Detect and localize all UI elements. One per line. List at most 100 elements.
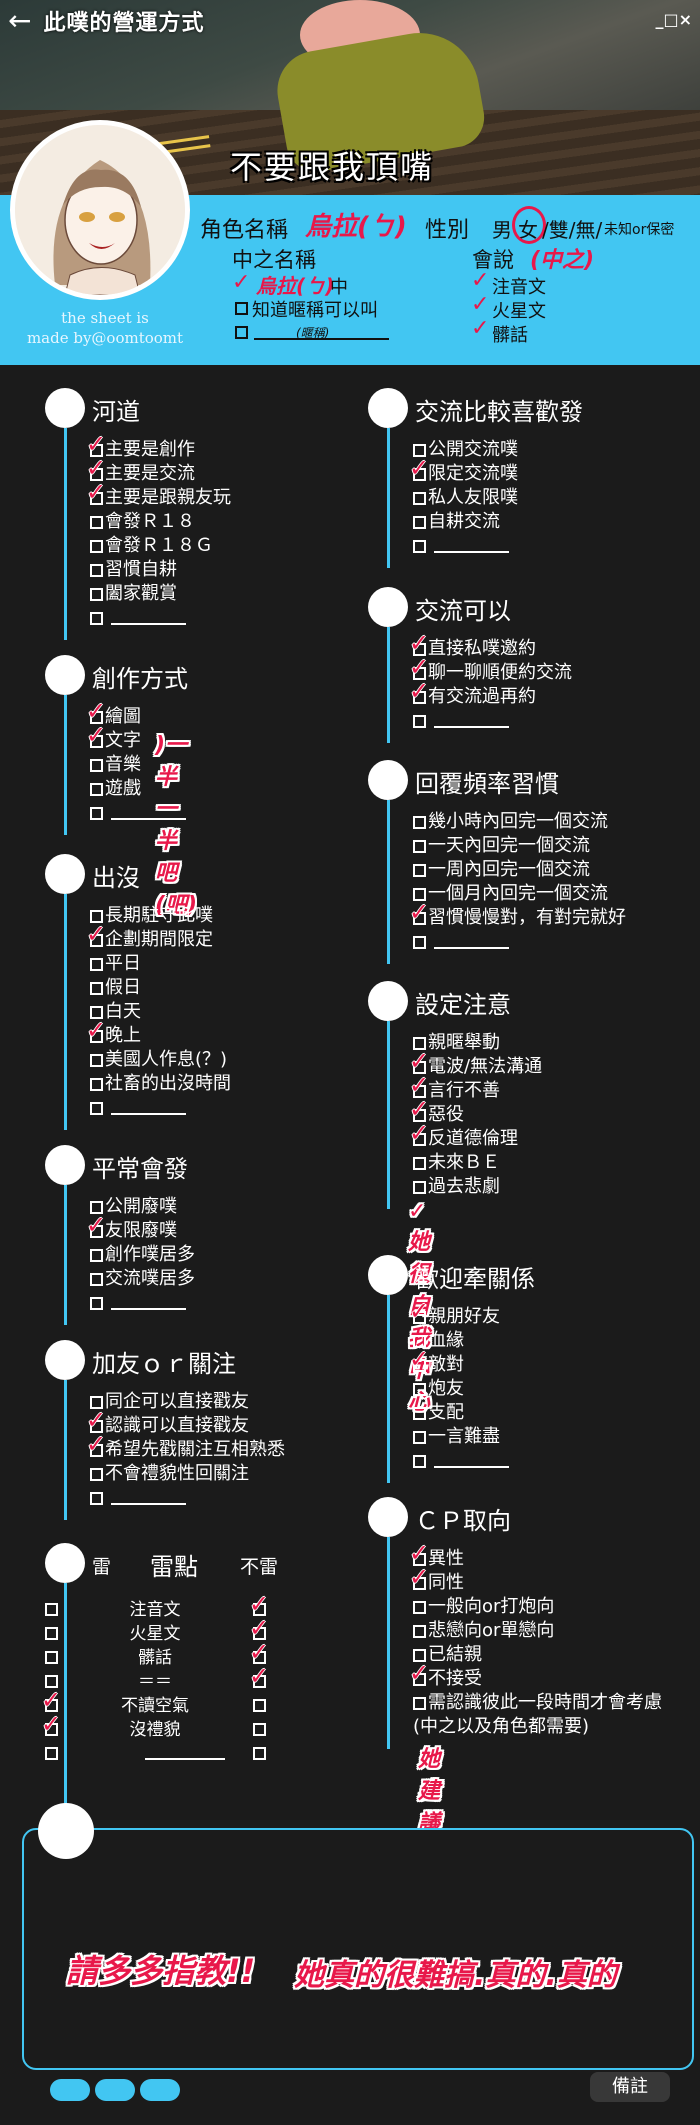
mine-checkbox[interactable] bbox=[45, 1675, 58, 1688]
checkbox[interactable] bbox=[90, 782, 103, 796]
checklist-item[interactable]: 習慣自耕 bbox=[90, 558, 231, 582]
checkbox[interactable] bbox=[90, 1077, 103, 1091]
checkbox[interactable] bbox=[413, 1358, 426, 1372]
checklist-item[interactable]: 會發Ｒ１８ bbox=[90, 510, 231, 534]
checkbox[interactable] bbox=[413, 642, 426, 656]
checkbox[interactable] bbox=[90, 1419, 103, 1433]
checkbox[interactable] bbox=[90, 1005, 103, 1019]
checkbox[interactable] bbox=[413, 1454, 426, 1468]
checkbox[interactable] bbox=[90, 758, 103, 772]
checklist-item[interactable] bbox=[90, 1096, 231, 1120]
mine-checkbox[interactable] bbox=[45, 1627, 58, 1640]
not-mine-checkbox[interactable] bbox=[253, 1627, 266, 1640]
checklist-item[interactable]: 一天內回完一個交流 bbox=[413, 834, 626, 858]
window-controls-icon[interactable]: _□× bbox=[655, 10, 692, 29]
checkbox[interactable] bbox=[90, 611, 103, 625]
checkbox[interactable] bbox=[413, 1696, 426, 1710]
checklist-item[interactable]: ✓繪圖 bbox=[86, 699, 186, 729]
checklist-item[interactable]: 已結親 bbox=[413, 1643, 662, 1667]
checklist-item[interactable]: ✓敵對 bbox=[409, 1347, 509, 1377]
checkbox[interactable] bbox=[413, 1648, 426, 1662]
checklist-item[interactable]: 假日 bbox=[90, 976, 231, 1000]
checkbox[interactable] bbox=[90, 1224, 103, 1238]
checklist-item[interactable]: ✓直接私噗邀約 bbox=[409, 631, 572, 661]
not-mine-checkbox[interactable] bbox=[253, 1603, 266, 1616]
checkbox[interactable] bbox=[90, 563, 103, 577]
checkbox[interactable] bbox=[413, 839, 426, 853]
not-mine-checkbox[interactable] bbox=[253, 1699, 266, 1712]
checkbox[interactable] bbox=[413, 911, 426, 925]
checkbox[interactable] bbox=[90, 491, 103, 505]
notes-button[interactable]: 備註 bbox=[590, 2072, 670, 2102]
gender-unknown[interactable]: 未知or保密 bbox=[604, 222, 675, 238]
checklist-item[interactable] bbox=[413, 1449, 509, 1473]
checkbox[interactable] bbox=[413, 690, 426, 704]
checklist-item[interactable]: 一言難盡 bbox=[413, 1425, 509, 1449]
blank-line[interactable] bbox=[145, 1746, 225, 1760]
blank-line[interactable] bbox=[111, 806, 186, 820]
checklist-item[interactable]: ✓習慣慢慢對，有對完就好 bbox=[409, 900, 626, 930]
checkbox[interactable] bbox=[413, 1084, 426, 1098]
checkbox[interactable] bbox=[413, 515, 426, 529]
checklist-item[interactable]: ✓晚上 bbox=[86, 1018, 231, 1048]
checklist-item[interactable]: ✓反道德倫理 bbox=[409, 1121, 542, 1151]
checklist-item[interactable]: 炮友 bbox=[413, 1377, 509, 1401]
checklist-item[interactable]: ✓主要是創作 bbox=[86, 432, 231, 462]
checklist-item[interactable]: 血緣 bbox=[413, 1329, 509, 1353]
checkbox[interactable] bbox=[413, 1060, 426, 1074]
checkbox[interactable] bbox=[90, 1443, 103, 1457]
mine-checkbox[interactable] bbox=[45, 1723, 58, 1736]
checkbox[interactable] bbox=[90, 1272, 103, 1286]
checkbox[interactable] bbox=[90, 933, 103, 947]
checklist-item[interactable]: ✓主要是跟親友玩 bbox=[86, 480, 231, 510]
checklist-item[interactable] bbox=[413, 709, 572, 733]
checkbox[interactable] bbox=[90, 1296, 103, 1310]
checkbox[interactable] bbox=[90, 734, 103, 748]
checklist-item[interactable] bbox=[413, 930, 626, 954]
checkbox[interactable] bbox=[90, 1200, 103, 1214]
back-arrow-icon[interactable]: ← bbox=[8, 4, 32, 37]
mine-checkbox[interactable] bbox=[45, 1603, 58, 1616]
checklist-item[interactable]: ✓親朋好友 bbox=[409, 1299, 509, 1329]
checklist-item[interactable]: ✓聊一聊順便約交流 bbox=[409, 655, 572, 685]
checklist-item[interactable]: 悲戀向or單戀向 bbox=[413, 1619, 662, 1643]
checklist-item[interactable] bbox=[90, 606, 231, 630]
checkbox[interactable] bbox=[90, 443, 103, 457]
not-mine-checkbox[interactable] bbox=[253, 1651, 266, 1664]
checklist-item[interactable]: 會發Ｒ１８Ｇ bbox=[90, 534, 231, 558]
checkbox[interactable] bbox=[413, 1334, 426, 1348]
checklist-item[interactable] bbox=[90, 1291, 195, 1315]
checklist-item[interactable]: ✓同性 bbox=[409, 1565, 662, 1595]
page-pill-2[interactable] bbox=[95, 2079, 135, 2101]
checkbox[interactable] bbox=[90, 909, 103, 923]
checklist-item[interactable]: 公開交流噗 bbox=[413, 438, 518, 462]
checklist-item[interactable]: 社畜的出沒時間 bbox=[90, 1072, 231, 1096]
checkbox[interactable] bbox=[413, 935, 426, 949]
checklist-item[interactable]: ✓惡役 bbox=[409, 1097, 542, 1127]
checklist-item[interactable]: 一般向or打炮向 bbox=[413, 1595, 662, 1619]
checkbox[interactable] bbox=[90, 1467, 103, 1481]
checkbox[interactable] bbox=[90, 539, 103, 553]
checklist-item[interactable]: 遊戲 bbox=[90, 777, 186, 801]
checklist-item[interactable]: 創作噗居多 bbox=[90, 1243, 195, 1267]
checkbox[interactable] bbox=[413, 1430, 426, 1444]
checklist-item[interactable]: 自耕交流 bbox=[413, 510, 518, 534]
blank-line[interactable] bbox=[111, 1491, 186, 1505]
real-name-blank-checkbox[interactable] bbox=[235, 326, 248, 339]
checkbox[interactable] bbox=[413, 1624, 426, 1638]
checkbox[interactable] bbox=[413, 1180, 426, 1194]
checklist-item[interactable]: 私人友限噗 bbox=[413, 486, 518, 510]
checkbox[interactable] bbox=[413, 1406, 426, 1420]
checkbox[interactable] bbox=[90, 1053, 103, 1067]
checklist-item[interactable]: 一周內回完一個交流 bbox=[413, 858, 626, 882]
checklist-item[interactable]: ✓電波/無法溝通 bbox=[409, 1049, 542, 1079]
checkbox[interactable] bbox=[413, 1310, 426, 1324]
checkbox[interactable] bbox=[413, 1036, 426, 1050]
checklist-item[interactable] bbox=[413, 534, 518, 558]
blank-line[interactable] bbox=[111, 611, 186, 625]
blank-line[interactable] bbox=[434, 1454, 509, 1468]
checkbox[interactable] bbox=[413, 1600, 426, 1614]
checkbox[interactable] bbox=[413, 1156, 426, 1170]
checklist-item[interactable]: ✓異性 bbox=[409, 1541, 662, 1571]
checkbox[interactable] bbox=[413, 467, 426, 481]
